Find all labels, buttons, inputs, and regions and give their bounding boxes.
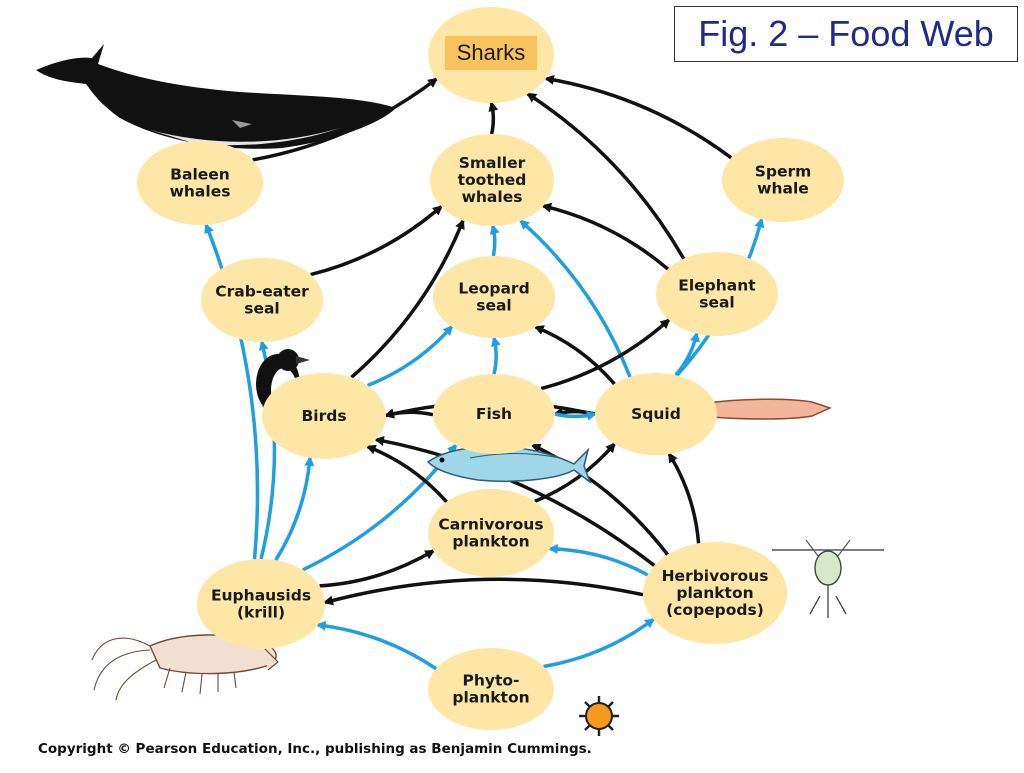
node-elephant-label-line: Elephant [678, 277, 756, 295]
figure-title-box: Fig. 2 – Food Web [674, 6, 1018, 62]
node-sharks-label-line: Sharks [457, 40, 525, 65]
link-birds-to-leopard [366, 325, 454, 388]
link-crab-to-smaller [310, 205, 443, 277]
node-squid-label-line: Squid [631, 405, 681, 423]
node-elephant-shape [656, 252, 778, 336]
node-elephant-label-line: seal [699, 294, 735, 312]
node-smaller-label-line: whales [462, 188, 523, 206]
node-baleen-shape [137, 141, 263, 225]
link-herb-to-squid [667, 452, 701, 544]
node-herb-shape [643, 542, 787, 644]
link-euph-to-birds [274, 455, 315, 562]
node-herb-label-line: (copepods) [666, 601, 764, 619]
link-phyto-to-herb [543, 617, 656, 669]
node-sperm-shape [722, 138, 844, 222]
node-crab-label-line: seal [244, 300, 280, 318]
node-herb-label-line: Herbivorous [662, 567, 769, 585]
link-elephant-to-smaller [541, 202, 670, 271]
link-euph-to-baleen [204, 222, 260, 560]
node-euph-shape [197, 559, 325, 649]
link-squid-to-elephant [674, 331, 700, 377]
node-sperm-label-line: whale [757, 180, 809, 198]
whale-illustration [36, 44, 396, 149]
node-leopard-shape [433, 256, 555, 338]
node-euph: Euphausids(krill) [197, 559, 325, 649]
node-phyto-label-line: Phyto- [463, 672, 520, 690]
node-leopard-label-line: Leopard [458, 280, 529, 298]
node-sperm-label-line: Sperm [755, 163, 812, 181]
link-phyto-to-euph [315, 620, 438, 671]
node-euph-label-line: (krill) [237, 604, 285, 622]
node-leopard-label-line: seal [476, 297, 512, 315]
node-birds-label-line: Birds [301, 407, 346, 425]
node-herb-label-line: plankton [676, 584, 753, 602]
node-fish-shape [433, 374, 555, 454]
link-herb-to-euph [323, 577, 644, 606]
node-phyto-shape [428, 648, 554, 730]
node-carni-label-line: plankton [452, 533, 529, 551]
link-euph-to-carni [319, 549, 436, 588]
link-carni-to-birds [365, 444, 448, 503]
node-carni-label-line: Carnivorous [438, 516, 543, 534]
node-baleen-label-line: Baleen [170, 166, 230, 184]
node-sharks: Sharks [428, 7, 554, 103]
link-fish-to-squid [554, 411, 597, 421]
figure-title: Fig. 2 – Food Web [698, 13, 994, 54]
link-herb-to-carni [547, 544, 649, 577]
link-elephant-to-sharks [526, 92, 686, 260]
node-birds: Birds [262, 373, 386, 459]
node-phyto-label-line: plankton [452, 689, 529, 707]
copyright-text: Copyright © Pearson Education, Inc., pub… [38, 741, 592, 757]
link-squid-to-leopard [533, 325, 616, 386]
node-crab-shape [201, 258, 323, 342]
node-birds-shape [262, 373, 386, 459]
node-euph-label-line: Euphausids [211, 587, 311, 605]
link-smaller-to-sharks [488, 101, 499, 135]
node-phyto: Phyto-plankton [428, 648, 554, 730]
node-fish: Fish [433, 374, 555, 454]
node-smaller-label-line: Smaller [459, 154, 526, 172]
node-baleen-label-line: whales [170, 183, 231, 201]
link-sperm-to-sharks [543, 74, 733, 160]
link-fish-to-elephant [540, 318, 671, 391]
copepod-illustration [772, 539, 884, 618]
link-fish-to-leopard [490, 336, 501, 375]
link-leopard-to-smaller [489, 224, 500, 257]
node-squid-shape [595, 373, 717, 455]
sharks-label-box [445, 36, 537, 70]
node-fish-label-line: Fish [476, 405, 512, 423]
node-carni-shape [428, 489, 554, 577]
node-squid: Squid [595, 373, 717, 455]
node-smaller-label-line: toothed [458, 171, 527, 189]
link-herb-to-birds [373, 436, 656, 567]
nodes-layer: SharksBaleenwhalesSmallertoothedwhalesSp… [137, 7, 844, 730]
phytoplankton-illustration [579, 696, 619, 736]
link-birds-to-smaller [350, 218, 465, 379]
node-smaller-shape [430, 134, 554, 226]
node-crab-label-line: Crab-eater [215, 283, 309, 301]
